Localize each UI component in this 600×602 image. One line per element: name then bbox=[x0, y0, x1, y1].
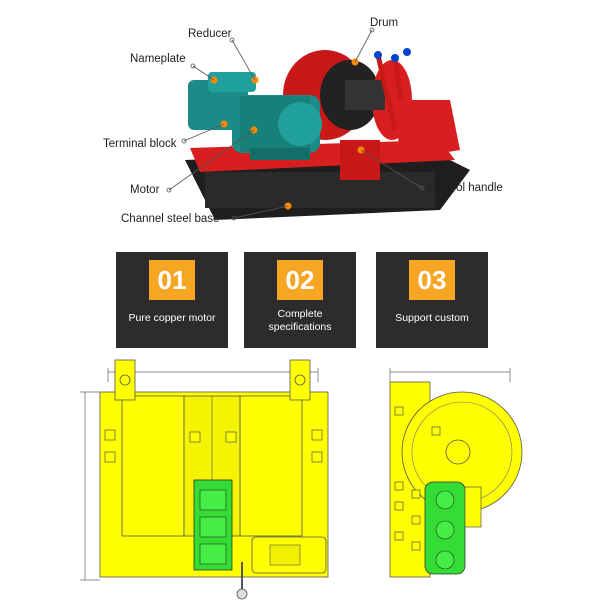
feature-label: Pure copper motor bbox=[128, 312, 216, 324]
channel-steel-base-label: Channel steel base bbox=[121, 213, 220, 225]
feature-card-3: 03 Support custom bbox=[376, 252, 488, 348]
motor-label: Motor bbox=[130, 184, 160, 196]
nameplate-label: Nameplate bbox=[130, 53, 186, 65]
winch-illustration bbox=[166, 27, 470, 221]
feature-label: Complete specifications bbox=[268, 308, 332, 333]
side-view-drawing bbox=[389, 368, 523, 578]
feature-number: 03 bbox=[409, 260, 455, 300]
reducer-label: Reducer bbox=[188, 28, 232, 40]
feature-number: 01 bbox=[149, 260, 195, 300]
drum-label: Drum bbox=[370, 17, 399, 29]
feature-card-1: 01 Pure copper motor bbox=[116, 252, 228, 348]
feature-number: 02 bbox=[277, 260, 323, 300]
terminal-block-label: Terminal block bbox=[103, 138, 177, 150]
control-handle-label: Control handle bbox=[428, 182, 503, 194]
feature-label: Support custom bbox=[395, 312, 469, 324]
feature-card-2: 02 Complete specifications bbox=[244, 252, 356, 348]
front-view-drawing bbox=[80, 359, 329, 600]
